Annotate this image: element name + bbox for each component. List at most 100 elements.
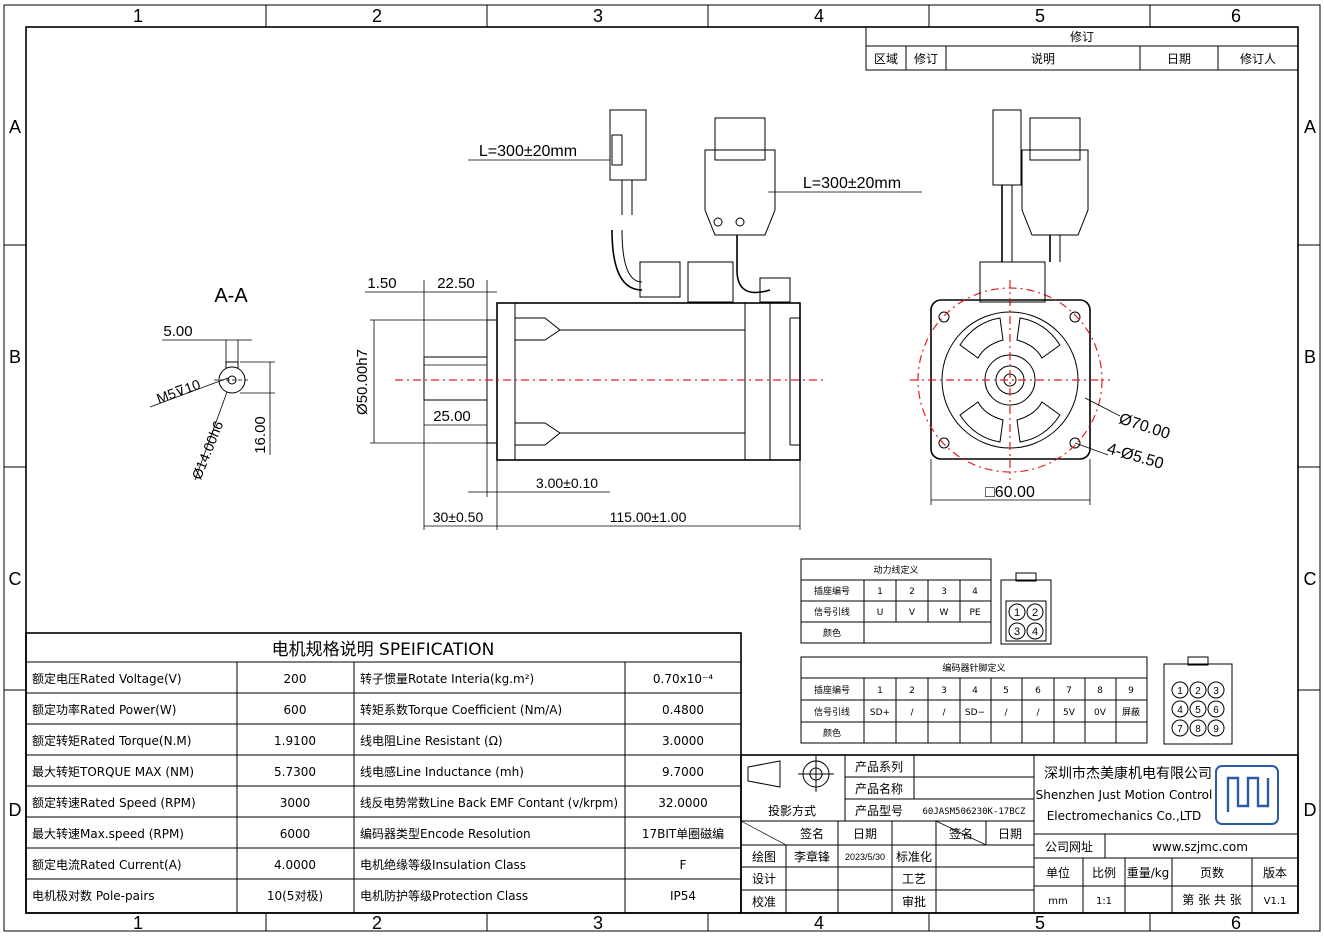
power-row1-cell: 2	[909, 587, 915, 597]
power-row2-cell: V	[909, 608, 916, 618]
revision-header-date: 日期	[1167, 52, 1191, 66]
company-name-en-2: Electromechanics Co.,LTD	[1047, 809, 1202, 823]
spec-value: 600	[284, 703, 307, 717]
encoder-connector-icon: 1 2 3 4 5 6 7 8 9	[1163, 656, 1233, 745]
col-label-1-bottom: 1	[133, 913, 143, 933]
power-row2-cell: U	[877, 608, 884, 618]
encoder-row2-cell: SD+	[870, 708, 890, 718]
power-row1-cell: 3	[941, 587, 947, 597]
encoder-row1-cell: 7	[1066, 686, 1072, 696]
power-table-title: 动力线定义	[873, 564, 918, 576]
revision-header-area: 区域	[874, 52, 898, 66]
row-label-a-left: A	[9, 117, 21, 137]
version-label: 版本	[1263, 866, 1287, 880]
spec-value: 10(5对极)	[267, 889, 323, 903]
col-label-3-top: 3	[593, 6, 603, 26]
col-label-6-top: 6	[1231, 6, 1241, 26]
encoder-row1-cell: 1	[877, 686, 883, 696]
col-label-2-bottom: 2	[372, 913, 382, 933]
product-model-label: 产品型号	[855, 804, 903, 818]
spec-value: 17BIT单圈磁编	[642, 826, 724, 841]
encoder-pin: 4	[1177, 705, 1183, 716]
section-label: A-A	[214, 285, 248, 307]
spec-label: 转矩系数Torque Coefficient (Nm/A)	[360, 702, 562, 717]
front-dim-holes: 4-Ø5.50	[1105, 441, 1165, 473]
encoder-pin: 1	[1177, 686, 1183, 697]
encoder-row2-cell: SD−	[965, 708, 985, 718]
power-row2-label: 信号引线	[814, 606, 850, 618]
spec-label: 额定电流Rated Current(A)	[32, 857, 182, 872]
section-dim-width: 5.00	[163, 323, 192, 340]
encoder-row1-cell: 9	[1128, 686, 1134, 696]
spec-value: 5.7300	[274, 765, 316, 779]
spec-value: 3.0000	[662, 734, 704, 748]
spec-value: F	[680, 858, 687, 872]
encoder-row2-cell: /	[1036, 708, 1040, 718]
product-name-label: 产品名称	[855, 781, 903, 796]
unit-value: mm	[1048, 896, 1067, 907]
spec-label: 额定电压Rated Voltage(V)	[32, 671, 182, 686]
scale-label: 比例	[1092, 866, 1116, 880]
encoder-row1-cell: 4	[972, 686, 978, 696]
check-label: 校准	[752, 894, 776, 909]
col-label-5-top: 5	[1035, 6, 1045, 26]
spec-value: 0.4800	[662, 703, 704, 717]
row-label-b-left: B	[9, 347, 21, 367]
spec-label: 最大转速Max.speed (RPM)	[32, 826, 184, 841]
encoder-pin: 8	[1195, 724, 1201, 735]
company-logo-icon	[1215, 765, 1279, 825]
version-value: V1.1	[1264, 896, 1287, 907]
side-dim-cable-right: L=300±20mm	[803, 175, 901, 192]
side-dim-30: 30±0.50	[433, 509, 484, 525]
encoder-table-title: 编码器针脚定义	[942, 662, 1005, 674]
spec-value: 1.9100	[274, 734, 316, 748]
power-row1-cell: 4	[972, 587, 978, 597]
revision-table: 修订 区域 修订 说明 日期 修订人	[865, 26, 1299, 71]
pages-value: 第 张 共 张	[1182, 893, 1241, 907]
spec-label: 电机防护等级Protection Class	[360, 888, 528, 903]
power-row2-cell: W	[940, 608, 949, 618]
encoder-pin: 3	[1213, 686, 1219, 697]
spec-value: IP54	[670, 889, 696, 903]
encoder-pin: 2	[1195, 686, 1201, 697]
unit-label: 单位	[1046, 865, 1070, 880]
spec-label: 转子惯量Rotate Interia(kg.m²)	[360, 671, 534, 686]
spec-label: 额定功率Rated Power(W)	[32, 702, 176, 717]
side-dim-22-50: 22.50	[437, 275, 475, 292]
encoder-table: 编码器针脚定义 插座编号 信号引线 颜色 1 2 3 4 5 6 7 8 9 S…	[800, 656, 1148, 744]
pages-label: 页数	[1200, 865, 1224, 880]
spec-value: 200	[284, 672, 307, 686]
spec-value: 6000	[280, 827, 311, 841]
spec-label: 额定转矩Rated Torque(N.M)	[32, 733, 191, 748]
col-label-4-bottom: 4	[814, 913, 824, 933]
power-row2-cell: PE	[969, 608, 980, 618]
col-label-2-top: 2	[372, 6, 382, 26]
col-label-3-bottom: 3	[593, 913, 603, 933]
date-header: 日期	[853, 827, 877, 841]
side-view: L=300±20mm L=300±20mm 1.50 22.50 Ø50.00h…	[354, 109, 922, 530]
section-dim-thread: M5⊽10	[154, 376, 202, 407]
power-pin: 1	[1014, 607, 1020, 619]
spec-value: 3000	[280, 796, 311, 810]
encoder-row2-cell: /	[1004, 708, 1008, 718]
encoder-row2-cell: 0V	[1094, 708, 1107, 718]
power-row1-label: 插座编号	[814, 585, 850, 597]
encoder-row1-cell: 3	[941, 686, 947, 696]
power-pin: 4	[1032, 626, 1038, 638]
spec-title: 电机规格说明 SPEIFICATION	[272, 640, 495, 660]
side-dim-3-00: 3.00±0.10	[536, 475, 598, 491]
power-pin: 3	[1014, 626, 1020, 638]
revision-header-author: 修订人	[1240, 51, 1276, 66]
front-dim-pcd: Ø70.00	[1117, 411, 1172, 443]
spec-label: 线反电势常数Line Back EMF Contant (v/krpm)	[360, 795, 618, 810]
scale-value: 1:1	[1096, 896, 1112, 907]
product-series-label: 产品系列	[855, 760, 903, 774]
design-label: 设计	[752, 872, 776, 886]
side-dim-key-len: 25.00	[433, 408, 471, 425]
date-header-2: 日期	[998, 827, 1022, 841]
encoder-row1-cell: 2	[909, 686, 915, 696]
encoder-row1-label: 插座编号	[814, 684, 850, 696]
revision-header-rev: 修订	[914, 51, 938, 66]
title-block	[740, 754, 1299, 914]
